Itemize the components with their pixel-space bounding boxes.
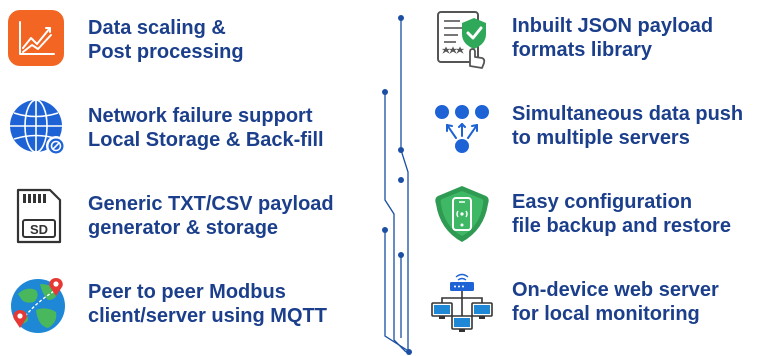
feature-json-library: Inbuilt JSON payload formats library [430, 6, 713, 70]
feature-line-1: Easy configuration [512, 191, 693, 213]
connector-lines [382, 15, 412, 355]
feature-config-backup: Easy configuration file backup and resto… [430, 182, 731, 246]
feature-line-2: client/server using MQTT [88, 305, 327, 327]
feature-line-2: Local Storage & Back-fill [88, 129, 324, 151]
feature-line-1: Simultaneous data push [512, 103, 744, 125]
feature-text: Simultaneous data push to multiple serve… [512, 102, 743, 150]
network-monitors-icon [430, 270, 494, 334]
chart-line-icon [6, 8, 70, 72]
feature-text: On-device web server for local monitorin… [512, 278, 719, 326]
feature-text: Peer to peer Modbus client/server using … [88, 280, 327, 328]
feature-text: Generic TXT/CSV payload generator & stor… [88, 192, 334, 240]
feature-line-1: Inbuilt JSON payload [512, 15, 714, 37]
feature-line-2: Post processing [88, 41, 244, 63]
world-map-pins-icon [6, 272, 70, 336]
feature-line-1: Peer to peer Modbus [88, 281, 286, 303]
feature-line-2: formats library [512, 39, 653, 61]
feature-data-push: Simultaneous data push to multiple serve… [430, 94, 743, 158]
feature-line-1: On-device web server [512, 279, 719, 301]
feature-line-2: to multiple servers [512, 127, 690, 149]
feature-line-1: Data scaling & [88, 17, 226, 39]
multi-server-push-icon [430, 94, 494, 158]
feature-line-1: Network failure support [88, 105, 313, 127]
globe-block-icon [6, 96, 70, 160]
feature-text: Data scaling & Post processing [88, 16, 244, 64]
feature-text: Network failure support Local Storage & … [88, 104, 324, 152]
feature-line-1: Generic TXT/CSV payload [88, 193, 334, 215]
feature-peer-modbus: Peer to peer Modbus client/server using … [6, 272, 327, 336]
document-check-icon [430, 6, 494, 70]
feature-web-server: On-device web server for local monitorin… [430, 270, 719, 334]
feature-line-2: for local monitoring [512, 303, 700, 325]
sd-label: SD [30, 222, 48, 237]
feature-data-scaling: Data scaling & Post processing [6, 8, 244, 72]
feature-line-2: generator & storage [88, 217, 279, 239]
feature-text: Easy configuration file backup and resto… [512, 190, 731, 238]
feature-line-2: file backup and restore [512, 215, 731, 237]
sd-card-icon: SD [6, 184, 70, 248]
phone-shield-icon [430, 182, 494, 246]
feature-generic-payload: SD Generic TXT/CSV payload generator & s… [6, 184, 334, 248]
feature-network-failure: Network failure support Local Storage & … [6, 96, 324, 160]
feature-text: Inbuilt JSON payload formats library [512, 14, 713, 62]
